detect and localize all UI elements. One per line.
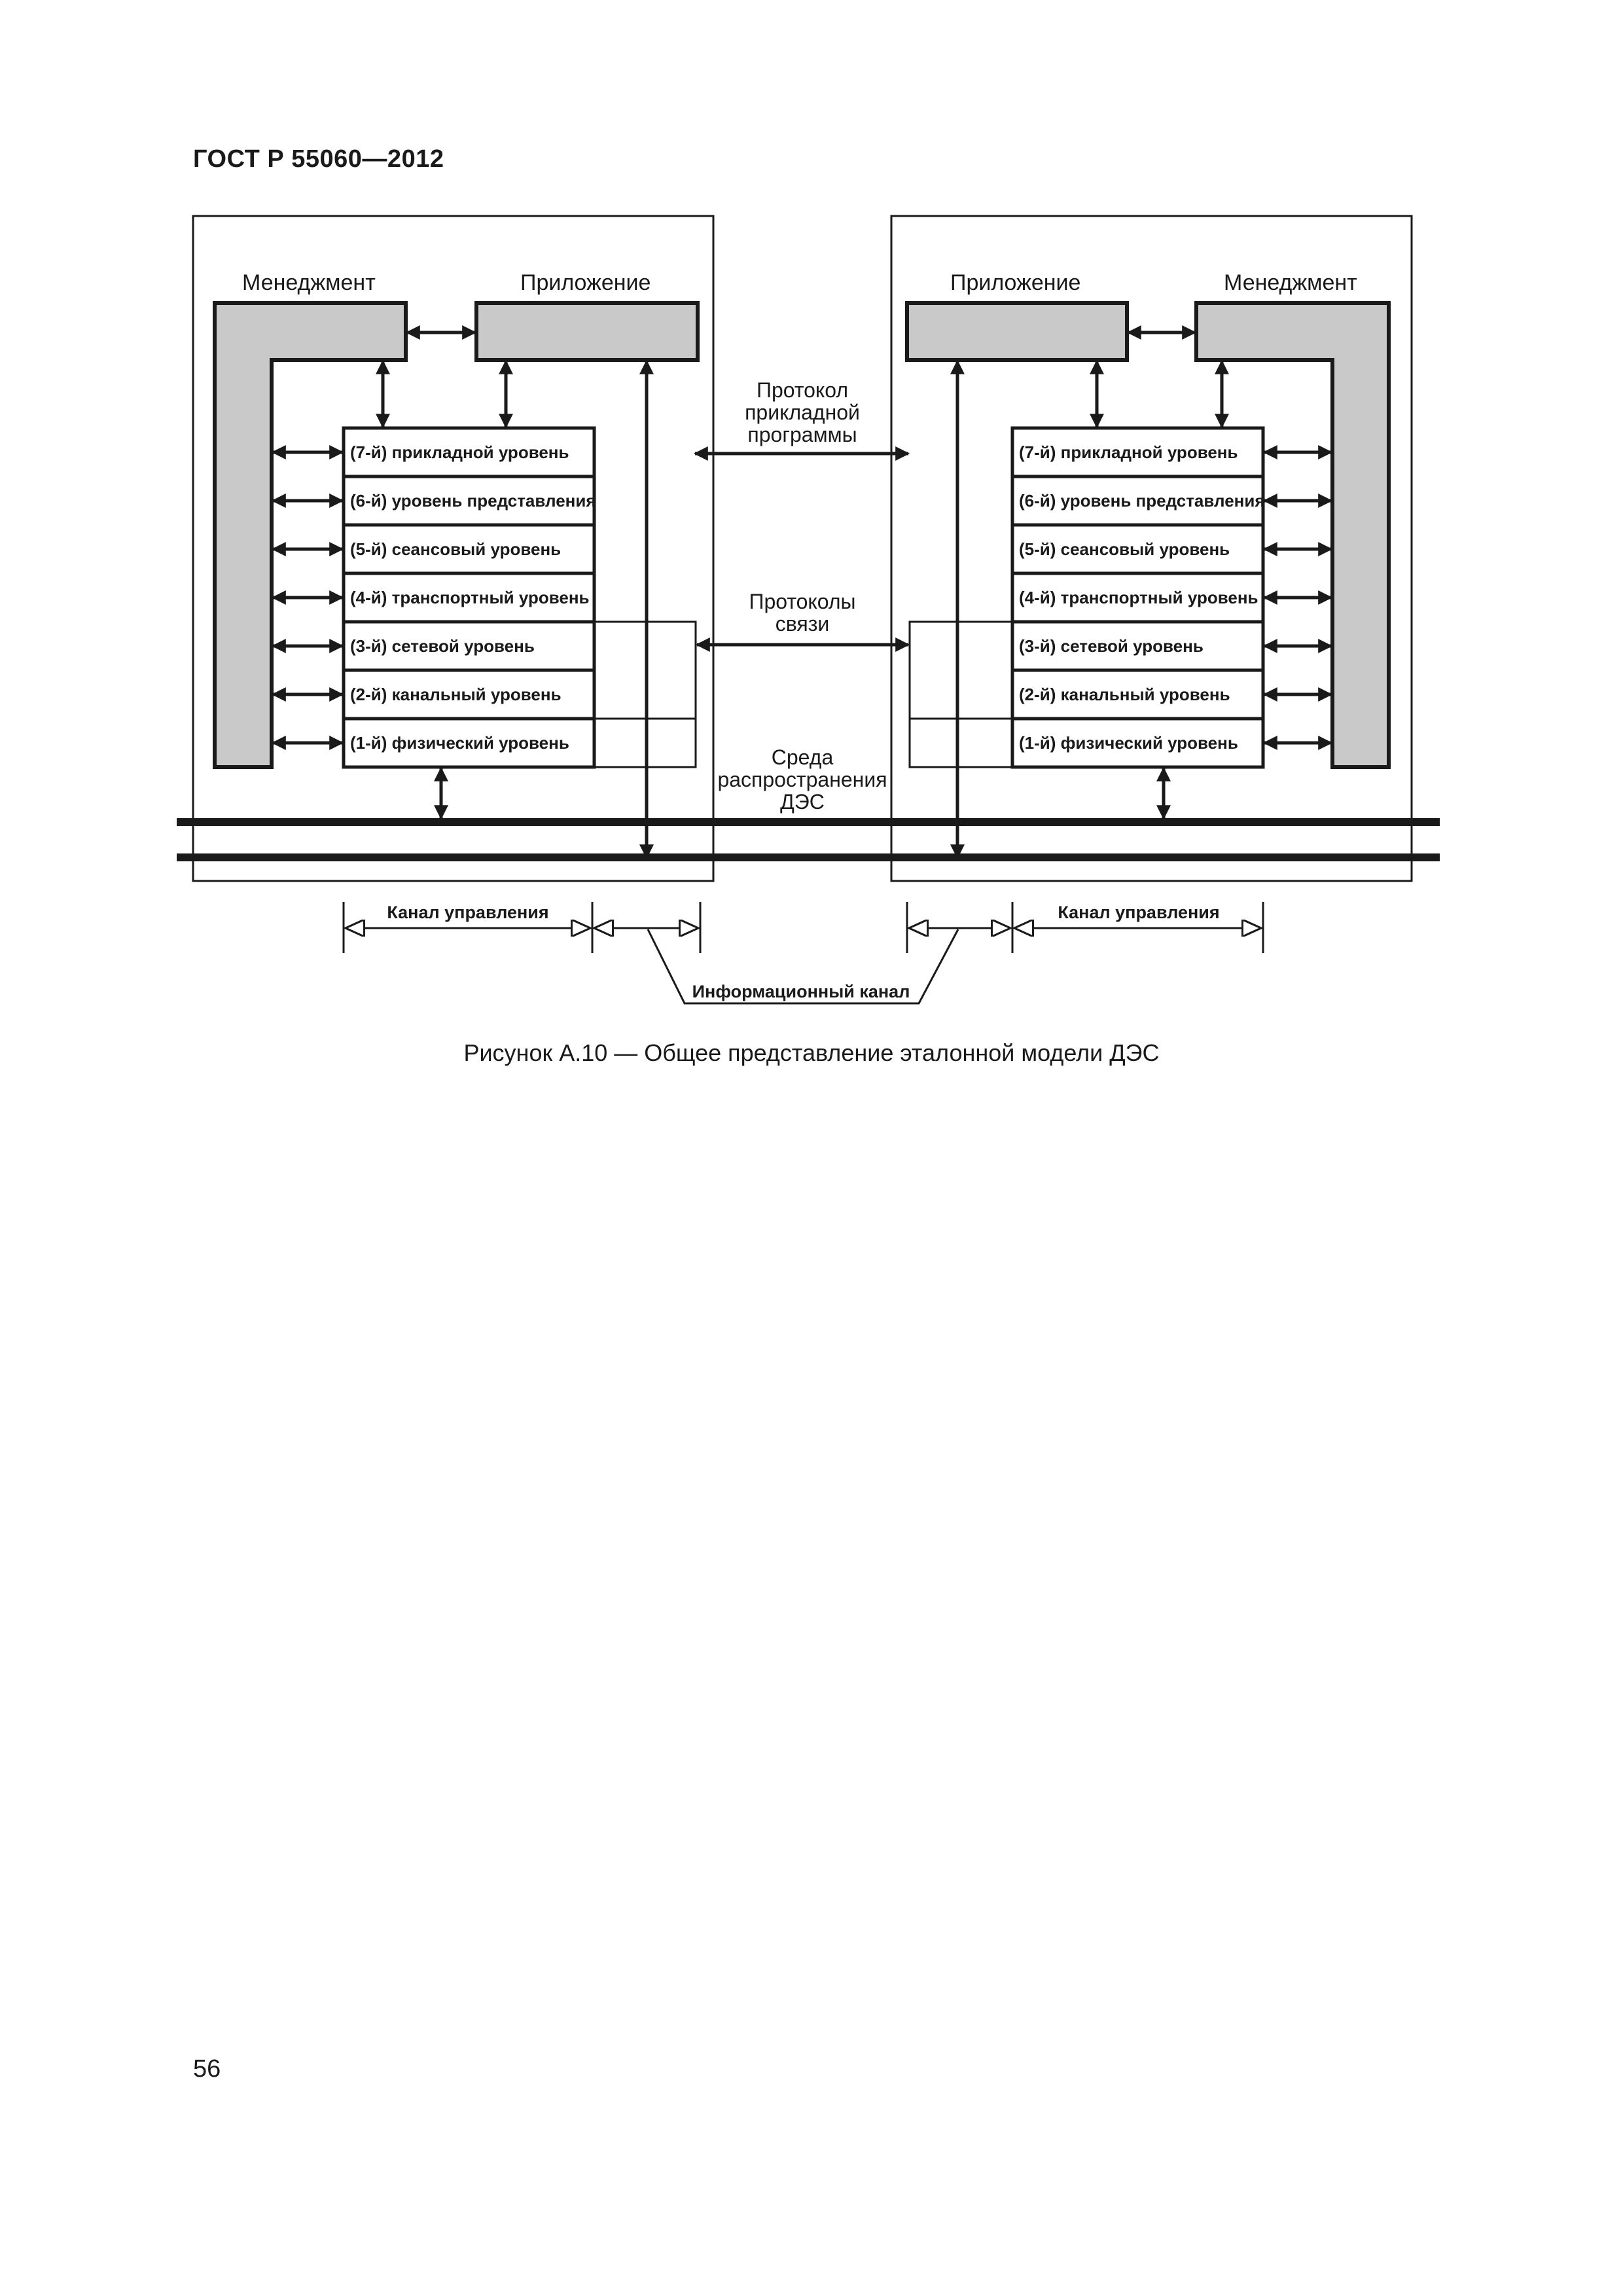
left-layer-4-label: (4-й) транспортный уровень bbox=[350, 588, 590, 607]
left-management-label: Менеджмент bbox=[242, 270, 376, 295]
right-layer-6-label: (6-й) уровень представления bbox=[1019, 491, 1265, 511]
info-channel-label: Информационный канал bbox=[692, 982, 910, 1001]
left-layer-5-label: (5-й) сеансовый уровень bbox=[350, 539, 561, 559]
right-management-block bbox=[1194, 301, 1391, 769]
right-management-label: Менеджмент bbox=[1224, 270, 1357, 295]
left-system: Менеджмент Приложение (7-й) прикладной у… bbox=[192, 215, 715, 882]
center-protocols: Протокол прикладной программы Протоколы … bbox=[693, 378, 910, 814]
app-protocol-label-line2: прикладной bbox=[745, 401, 860, 424]
info-channel-leader bbox=[647, 929, 959, 1005]
left-system-frame bbox=[192, 215, 715, 882]
comm-protocols-label-line1: Протоколы bbox=[749, 590, 855, 613]
right-layer-2-label: (2-й) канальный уровень bbox=[1019, 685, 1230, 704]
right-control-channel-label: Канал управления bbox=[1058, 903, 1219, 922]
figure-caption: Рисунок А.10 — Общее представление этало… bbox=[463, 1039, 1160, 1066]
page-number: 56 bbox=[193, 2055, 221, 2083]
left-layer-7-label: (7-й) прикладной уровень bbox=[350, 442, 569, 462]
left-application-label: Приложение bbox=[520, 270, 651, 295]
left-info-path-box bbox=[593, 620, 697, 768]
right-layer-3-label: (3-й) сетевой уровень bbox=[1019, 636, 1204, 656]
medium-bus-top bbox=[177, 818, 1440, 826]
medium-label-line3: ДЭС bbox=[780, 790, 825, 814]
right-layer-4 bbox=[1010, 571, 1265, 624]
medium-bus-bottom bbox=[177, 853, 1440, 861]
left-layer-2-label: (2-й) канальный уровень bbox=[350, 685, 562, 704]
left-layer-1 bbox=[342, 717, 596, 769]
right-layer-7-label: (7-й) прикладной уровень bbox=[1019, 442, 1238, 462]
left-management-block bbox=[213, 301, 408, 769]
document-header: ГОСТ Р 55060—2012 bbox=[193, 145, 444, 173]
left-layer-stack: (7-й) прикладной уровень (6-й) уровень п… bbox=[342, 426, 596, 769]
comm-protocols-label-line2: связи bbox=[776, 612, 830, 636]
app-protocol-label-line3: программы bbox=[747, 423, 857, 446]
right-layer-4-label: (4-й) транспортный уровень bbox=[1019, 588, 1258, 607]
left-layer-3-label: (3-й) сетевой уровень bbox=[350, 636, 535, 656]
right-application-label: Приложение bbox=[950, 270, 1080, 295]
left-control-channel-label: Канал управления bbox=[387, 903, 548, 922]
right-layer-5-label: (5-й) сеансовый уровень bbox=[1019, 539, 1230, 559]
left-layer-7 bbox=[342, 426, 596, 478]
left-layer-1-label: (1-й) физический уровень bbox=[350, 733, 569, 753]
right-info-path-box bbox=[908, 620, 1014, 768]
bottom-channels: Канал управления Канал управления Информ… bbox=[342, 902, 1264, 1005]
right-mgmt-layer-arrows bbox=[1262, 445, 1333, 750]
right-layer-5 bbox=[1010, 523, 1265, 575]
left-application-block bbox=[474, 301, 700, 362]
right-application-block bbox=[905, 301, 1129, 362]
right-system: Менеджмент Приложение (7-й) прикладной у… bbox=[890, 215, 1413, 882]
right-layer-1-label: (1-й) физический уровень bbox=[1019, 733, 1238, 753]
right-layer-1 bbox=[1010, 717, 1265, 769]
medium-label-line2: распространения bbox=[717, 768, 887, 791]
right-layer-stack: (7-й) прикладной уровень (6-й) уровень п… bbox=[1010, 426, 1265, 769]
medium-label-line1: Среда bbox=[772, 745, 834, 769]
right-system-frame bbox=[890, 215, 1413, 882]
left-layer-6-label: (6-й) уровень представления bbox=[350, 491, 596, 511]
left-mgmt-layer-arrows bbox=[271, 445, 344, 750]
app-protocol-label-line1: Протокол bbox=[757, 378, 848, 402]
